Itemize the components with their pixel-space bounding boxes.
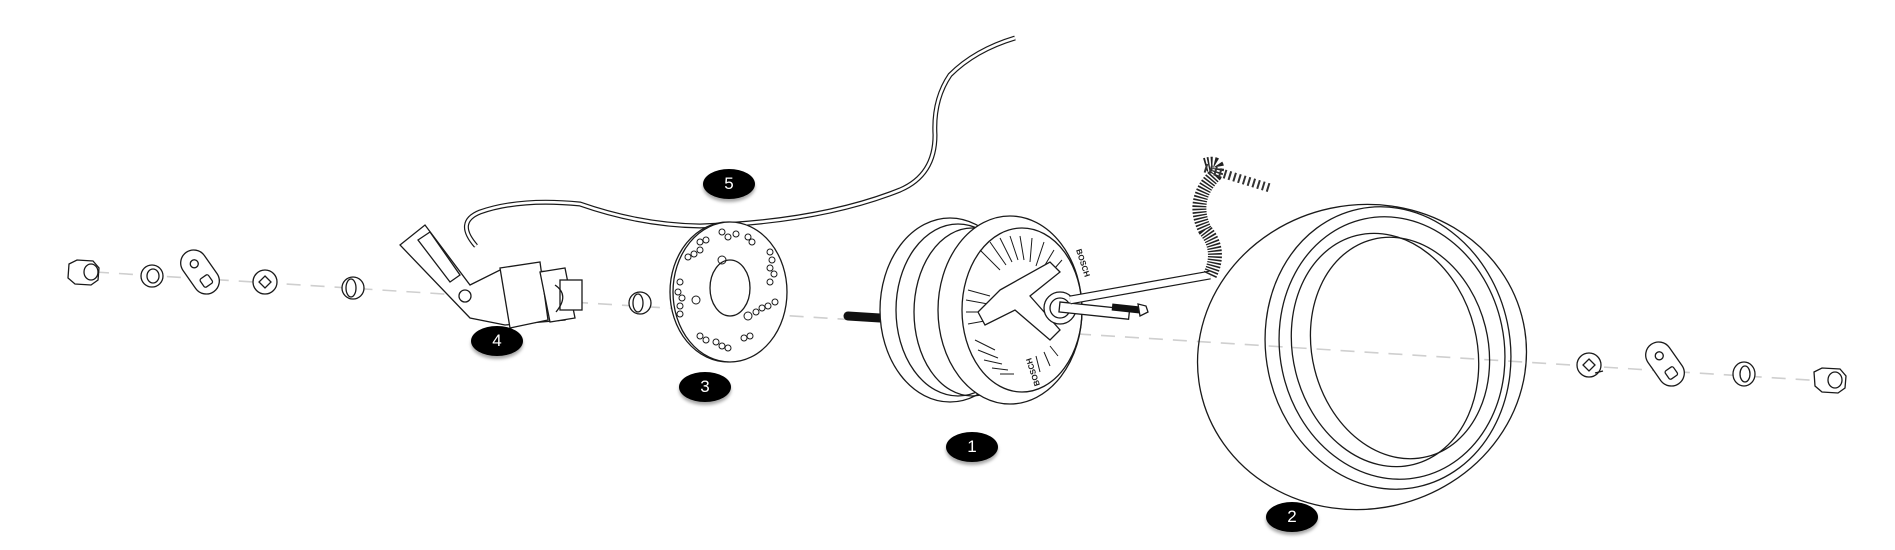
- callout-number: 1: [967, 437, 977, 456]
- callout-1-hub-motor[interactable]: 1: [946, 432, 998, 462]
- callout-3-brake-disc[interactable]: 3: [679, 372, 731, 402]
- tire-icon: [1196, 203, 1528, 511]
- right-dropout-plate-icon: [1645, 341, 1685, 387]
- callout-5-brake-cable[interactable]: 5: [703, 169, 755, 199]
- left-axle-nut-icon: [67, 259, 100, 286]
- callout-number: 2: [1287, 507, 1297, 526]
- caliper-bracket-icon: [399, 224, 583, 329]
- callout-number: 3: [700, 377, 710, 396]
- callout-2-tire[interactable]: 2: [1266, 502, 1318, 532]
- callout-number: 5: [724, 174, 734, 193]
- brake-cable-icon: [464, 35, 1016, 248]
- right-keyed-washer-icon: [1576, 352, 1604, 378]
- left-keyed-washer-icon: [252, 269, 278, 295]
- right-axle-nut-icon: [1813, 367, 1847, 394]
- callout-number: 4: [492, 331, 502, 350]
- right-washer-icon: [1732, 361, 1756, 387]
- left-washer-icon: [140, 264, 164, 288]
- left-spacer-icon: [341, 276, 365, 300]
- disc-spacer-icon: [628, 291, 652, 315]
- left-dropout-plate-icon: [180, 249, 220, 295]
- hub-motor-wire-icon: [1069, 156, 1272, 305]
- hub-motor-icon: BOSCH BOSCH: [843, 215, 1149, 405]
- callout-4-caliper-bracket[interactable]: 4: [471, 326, 523, 356]
- brake-disc-icon: [669, 221, 788, 363]
